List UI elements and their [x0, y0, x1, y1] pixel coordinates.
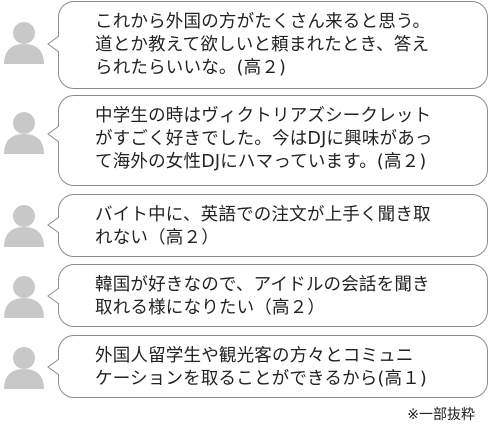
person-silhouette-icon — [4, 22, 44, 64]
comment-text: 韓国が好きなので、アイドルの会話を聞き 取れる様になりたい（高２） — [95, 275, 430, 318]
speech-bubble-tail — [47, 358, 62, 376]
footnote-excerpt: ※一部抜粋 — [407, 407, 475, 423]
speech-bubble-tail — [47, 35, 62, 53]
speech-bubble: 中学生の時はヴィクトリアズシークレット がすごく好きでした。今はDJに興味があっ… — [58, 95, 488, 186]
person-silhouette-icon — [4, 276, 44, 318]
speech-bubble-tail — [47, 287, 62, 305]
speech-bubble: これから外国の方がたくさん来ると思う。 道とか教えて欲しいと頼まれたとき、答え … — [58, 1, 488, 89]
speech-bubble: 外国人留学生や観光客の方々とコミュニ ケーションを取ることができるから(高１) — [58, 335, 488, 398]
person-silhouette-icon — [4, 347, 44, 389]
comment-text: 外国人留学生や観光客の方々とコミュニ ケーションを取ることができるから(高１) — [95, 346, 427, 389]
speech-bubble-tail — [47, 125, 62, 143]
person-silhouette-icon — [4, 205, 44, 247]
speech-bubble-tail — [47, 216, 62, 234]
speech-bubble: 韓国が好きなので、アイドルの会話を聞き 取れる様になりたい（高２） — [58, 264, 488, 327]
speech-bubble: バイト中に、英語での注文が上手く聞き取 れない（高２） — [58, 194, 488, 257]
comment-text: バイト中に、英語での注文が上手く聞き取 れない（高２） — [95, 205, 431, 248]
comment-text: これから外国の方がたくさん来ると思う。 道とか教えて欲しいと頼まれたとき、答え … — [95, 12, 431, 78]
person-silhouette-icon — [4, 112, 44, 154]
comment-text: 中学生の時はヴィクトリアズシークレット がすごく好きでした。今はDJに興味があっ… — [95, 106, 433, 172]
